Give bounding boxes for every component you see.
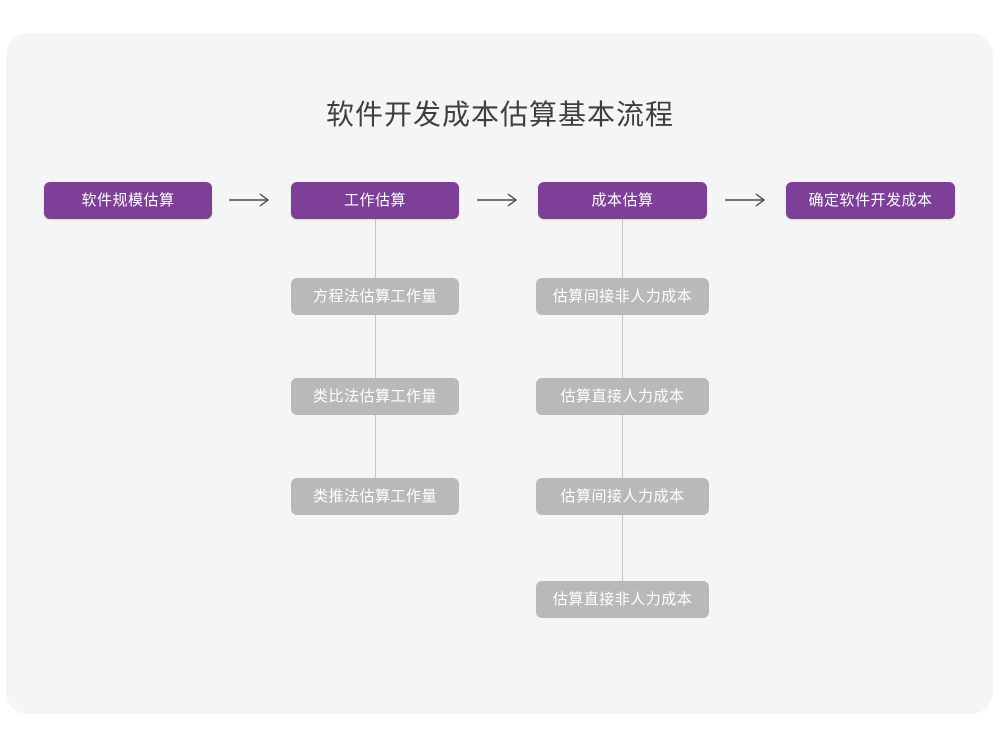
flow-subnode-label: 类比法估算工作量 (312, 387, 437, 405)
flow-subnode-label: 估算直接人力成本 (560, 387, 685, 405)
flow-subnode-step-2-sub-2[interactable]: 类比法估算工作量 (291, 378, 459, 415)
flow-node-label: 确定软件开发成本 (808, 191, 933, 209)
right-arrow-icon-3 (725, 192, 769, 208)
flow-node-step-1[interactable]: 软件规模估算 (44, 182, 212, 219)
flow-node-label: 工作估算 (343, 191, 406, 209)
flow-node-label: 软件规模估算 (81, 191, 175, 209)
flow-subnode-label: 估算间接非人力成本 (552, 287, 693, 305)
flow-subnode-step-2-sub-3[interactable]: 类推法估算工作量 (291, 478, 459, 515)
flow-subnode-label: 类推法估算工作量 (312, 487, 437, 505)
right-arrow-icon-1 (229, 192, 273, 208)
flow-subnode-step-2-sub-1[interactable]: 方程法估算工作量 (291, 278, 459, 315)
flow-subnode-step-3-sub-3[interactable]: 估算间接人力成本 (536, 478, 709, 515)
right-arrow-icon-2 (477, 192, 521, 208)
flow-node-step-4[interactable]: 确定软件开发成本 (786, 182, 955, 219)
diagram-card (6, 33, 993, 714)
flow-subnode-step-3-sub-1[interactable]: 估算间接非人力成本 (536, 278, 709, 315)
flow-node-step-3[interactable]: 成本估算 (538, 182, 707, 219)
flow-node-label: 成本估算 (591, 191, 654, 209)
connector-line-step-2 (375, 218, 376, 506)
flow-subnode-label: 估算间接人力成本 (560, 487, 685, 505)
flow-subnode-label: 估算直接非人力成本 (552, 590, 693, 608)
flow-subnode-step-3-sub-4[interactable]: 估算直接非人力成本 (536, 581, 709, 618)
page-title: 软件开发成本估算基本流程 (325, 98, 674, 131)
flow-node-step-2[interactable]: 工作估算 (291, 182, 459, 219)
flow-subnode-label: 方程法估算工作量 (312, 287, 437, 305)
flow-subnode-step-3-sub-2[interactable]: 估算直接人力成本 (536, 378, 709, 415)
